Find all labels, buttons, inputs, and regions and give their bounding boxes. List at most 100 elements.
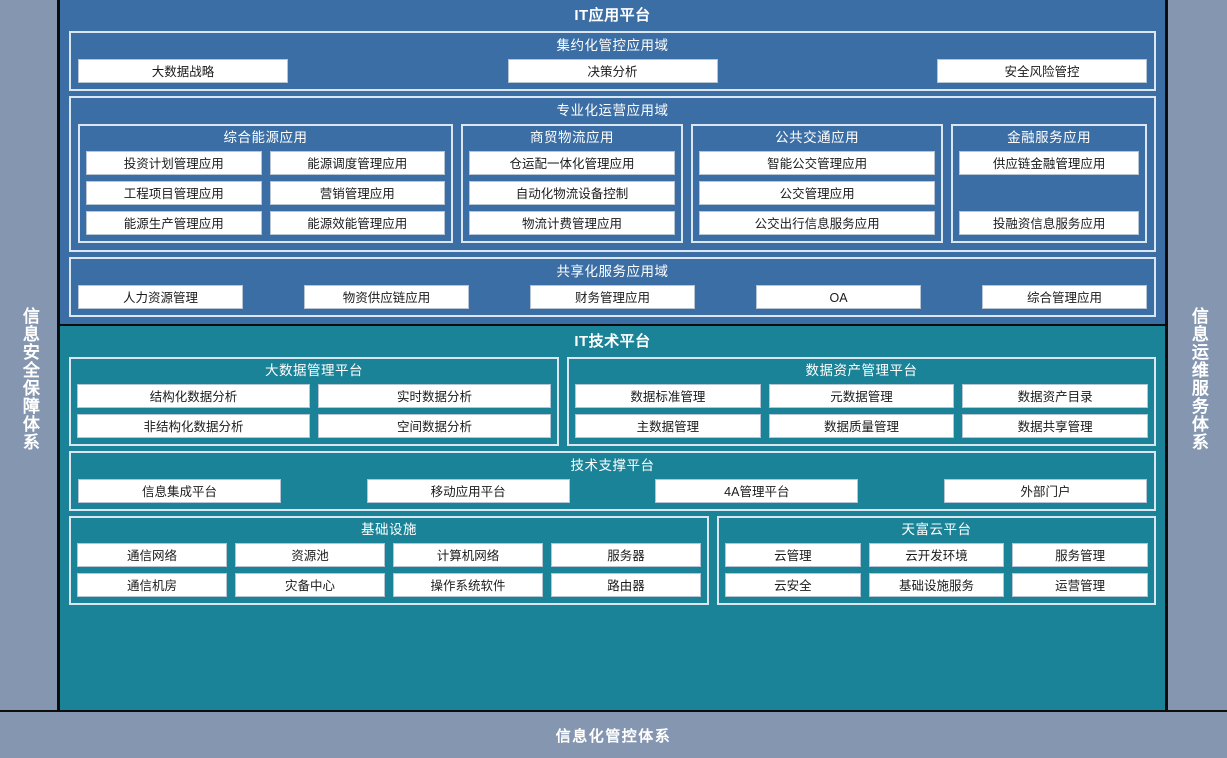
subgroup-tianfu-cloud-platform-title: 天富云平台 (901, 522, 972, 537)
subgroup-public-transport-title: 公共交通应用 (775, 130, 860, 145)
subgroup-integrated-energy-items: 投资计划管理应用 能源调度管理应用 工程项目管理应用 营销管理应用 能源生产管理… (86, 151, 445, 235)
chip-data-quality-management[interactable]: 数据质量管理 (768, 414, 955, 438)
subgroup-public-transport-items: 智能公交管理应用 公交管理应用 公交出行信息服务应用 (699, 151, 936, 235)
chip-bus-management[interactable]: 公交管理应用 (699, 181, 936, 205)
subgroup-big-data-platform-title: 大数据管理平台 (265, 363, 363, 378)
subgroup-data-asset-platform: 数据资产管理平台 数据标准管理 元数据管理 数据资产目录 主数据管理 数据质量管… (567, 357, 1156, 446)
chip-unstructured-data-analysis[interactable]: 非结构化数据分析 (77, 414, 310, 438)
subgroup-tianfu-cloud-platform-items: 云管理 云开发环境 服务管理 云安全 基础设施服务 运营管理 (725, 543, 1148, 597)
subgroup-infrastructure: 基础设施 通信网络 资源池 计算机网络 服务器 通信机房 灾备中心 操作系统软件… (69, 516, 709, 605)
chip-supply-chain-finance-management[interactable]: 供应链金融管理应用 (959, 151, 1139, 175)
subgroup-commerce-logistics: 商贸物流应用 仓运配一体化管理应用 自动化物流设备控制 物流计费管理应用 (461, 124, 683, 243)
chip-investment-financing-information-service[interactable]: 投融资信息服务应用 (959, 211, 1139, 235)
subgroup-financial-services: 金融服务应用 供应链金融管理应用 投融资信息服务应用 (951, 124, 1147, 243)
chip-external-portal[interactable]: 外部门户 (943, 479, 1147, 503)
left-rail-label: 信息安全保障体系 (19, 307, 39, 451)
domain-shared-services-items: 人力资源管理 物资供应链应用 财务管理应用 OA 综合管理应用 (78, 285, 1147, 309)
subgroup-commerce-logistics-items: 仓运配一体化管理应用 自动化物流设备控制 物流计费管理应用 (469, 151, 675, 235)
chip-master-data-management[interactable]: 主数据管理 (575, 414, 761, 438)
chip-marketing-management[interactable]: 营销管理应用 (269, 181, 445, 205)
bottom-bar-label: 信息化管控体系 (555, 727, 672, 745)
chip-data-asset-catalog[interactable]: 数据资产目录 (962, 384, 1148, 408)
subgroup-tianfu-cloud-platform: 天富云平台 云管理 云开发环境 服务管理 云安全 基础设施服务 运营管理 (717, 516, 1156, 605)
chip-information-integration-platform[interactable]: 信息集成平台 (78, 479, 281, 503)
domain-technical-support-platform-title: 技术支撑平台 (570, 458, 655, 473)
domain-specialized-operations: 专业化运营应用域 综合能源应用 投资计划管理应用 能源调度管理应用 工程项目管理… (69, 96, 1156, 252)
chip-data-sharing-management[interactable]: 数据共享管理 (962, 414, 1148, 438)
chip-operating-system-software[interactable]: 操作系统软件 (393, 573, 543, 597)
chip-computer-network[interactable]: 计算机网络 (393, 543, 543, 567)
chip-engineering-project-management[interactable]: 工程项目管理应用 (86, 181, 262, 205)
chip-financial-spacer (959, 181, 1139, 205)
chip-cloud-dev-environment[interactable]: 云开发环境 (868, 543, 1005, 567)
chip-oa[interactable]: OA (756, 285, 921, 309)
chip-security-risk-control[interactable]: 安全风险管控 (937, 59, 1147, 83)
chip-investment-plan-management[interactable]: 投资计划管理应用 (86, 151, 262, 175)
tech-row-data: 大数据管理平台 结构化数据分析 实时数据分析 非结构化数据分析 空间数据分析 数… (69, 357, 1156, 446)
chip-cloud-security[interactable]: 云安全 (725, 573, 861, 597)
subgroup-big-data-platform: 大数据管理平台 结构化数据分析 实时数据分析 非结构化数据分析 空间数据分析 (69, 357, 559, 446)
chip-communication-network[interactable]: 通信网络 (77, 543, 227, 567)
tech-row-infrastructure: 基础设施 通信网络 资源池 计算机网络 服务器 通信机房 灾备中心 操作系统软件… (69, 516, 1156, 605)
chip-realtime-data-analysis[interactable]: 实时数据分析 (318, 384, 551, 408)
chip-bus-travel-information-service[interactable]: 公交出行信息服务应用 (699, 211, 936, 235)
chip-energy-dispatch-management[interactable]: 能源调度管理应用 (269, 151, 445, 175)
subgroup-commerce-logistics-title: 商贸物流应用 (530, 130, 614, 145)
subgroup-public-transport: 公共交通应用 智能公交管理应用 公交管理应用 公交出行信息服务应用 (691, 124, 944, 243)
it-application-platform-title: IT应用平台 (574, 7, 651, 24)
subgroup-infrastructure-items: 通信网络 资源池 计算机网络 服务器 通信机房 灾备中心 操作系统软件 路由器 (77, 543, 701, 597)
domain-technical-support-platform: 技术支撑平台 信息集成平台 移动应用平台 4A管理平台 外部门户 (69, 451, 1156, 511)
right-rail-label: 信息运维服务体系 (1188, 307, 1208, 451)
chip-structured-data-analysis[interactable]: 结构化数据分析 (77, 384, 310, 408)
chip-comprehensive-management[interactable]: 综合管理应用 (982, 285, 1147, 309)
chip-decision-analysis[interactable]: 决策分析 (507, 59, 718, 83)
chip-cloud-management[interactable]: 云管理 (725, 543, 861, 567)
chip-automated-logistics-equipment-control[interactable]: 自动化物流设备控制 (469, 181, 675, 205)
domain-intensive-control: 集约化管控应用域 大数据战略 决策分析 安全风险管控 (69, 31, 1156, 91)
chip-disaster-recovery-center[interactable]: 灾备中心 (235, 573, 385, 597)
domain-shared-services-title: 共享化服务应用域 (556, 264, 669, 279)
chip-financial-management[interactable]: 财务管理应用 (530, 285, 695, 309)
left-rail-information-security: 信息安全保障体系 (0, 0, 57, 758)
chip-logistics-billing-management[interactable]: 物流计费管理应用 (469, 211, 675, 235)
domain-intensive-control-items: 大数据战略 决策分析 安全风险管控 (78, 59, 1147, 83)
chip-4a-management-platform[interactable]: 4A管理平台 (655, 479, 859, 503)
chip-resource-pool[interactable]: 资源池 (235, 543, 385, 567)
chip-material-supply-chain[interactable]: 物资供应链应用 (304, 285, 469, 309)
subgroup-financial-services-items: 供应链金融管理应用 投融资信息服务应用 (959, 151, 1139, 235)
chip-data-standard-management[interactable]: 数据标准管理 (575, 384, 761, 408)
it-application-platform: IT应用平台 集约化管控应用域 大数据战略 决策分析 安全风险管控 专业化运营应… (60, 0, 1165, 326)
domain-intensive-control-title: 集约化管控应用域 (556, 38, 669, 53)
chip-energy-efficiency-management[interactable]: 能源效能管理应用 (269, 211, 445, 235)
bottom-bar-informatization-governance: 信息化管控体系 (0, 710, 1227, 758)
subgroup-financial-services-title: 金融服务应用 (1007, 130, 1092, 145)
chip-communication-room[interactable]: 通信机房 (77, 573, 227, 597)
chip-smart-bus-management[interactable]: 智能公交管理应用 (699, 151, 936, 175)
chip-operation-management[interactable]: 运营管理 (1012, 573, 1148, 597)
domain-technical-support-platform-items: 信息集成平台 移动应用平台 4A管理平台 外部门户 (78, 479, 1147, 503)
chip-big-data-strategy[interactable]: 大数据战略 (78, 59, 288, 83)
chip-router[interactable]: 路由器 (551, 573, 701, 597)
chip-infrastructure-service[interactable]: 基础设施服务 (868, 573, 1005, 597)
subgroup-data-asset-platform-items: 数据标准管理 元数据管理 数据资产目录 主数据管理 数据质量管理 数据共享管理 (575, 384, 1148, 438)
chip-integrated-warehouse-delivery[interactable]: 仓运配一体化管理应用 (469, 151, 675, 175)
subgroup-integrated-energy-title: 综合能源应用 (223, 130, 308, 145)
subgroup-infrastructure-title: 基础设施 (361, 522, 417, 537)
chip-human-resource-management[interactable]: 人力资源管理 (78, 285, 243, 309)
subgroup-data-asset-platform-title: 数据资产管理平台 (805, 363, 918, 378)
chip-service-management[interactable]: 服务管理 (1012, 543, 1148, 567)
domain-shared-services: 共享化服务应用域 人力资源管理 物资供应链应用 财务管理应用 OA 综合管理应用 (69, 257, 1156, 317)
it-technology-platform-title: IT技术平台 (574, 333, 651, 350)
main-stack: IT应用平台 集约化管控应用域 大数据战略 决策分析 安全风险管控 专业化运营应… (57, 0, 1168, 710)
chip-server[interactable]: 服务器 (551, 543, 701, 567)
subgroup-integrated-energy: 综合能源应用 投资计划管理应用 能源调度管理应用 工程项目管理应用 营销管理应用… (78, 124, 453, 243)
chip-spatial-data-analysis[interactable]: 空间数据分析 (318, 414, 551, 438)
chip-metadata-management[interactable]: 元数据管理 (768, 384, 955, 408)
domain-specialized-operations-groups: 综合能源应用 投资计划管理应用 能源调度管理应用 工程项目管理应用 营销管理应用… (78, 124, 1147, 243)
chip-mobile-application-platform[interactable]: 移动应用平台 (366, 479, 570, 503)
it-technology-platform: IT技术平台 大数据管理平台 结构化数据分析 实时数据分析 非结构化数据分析 空… (60, 326, 1165, 710)
chip-energy-production-management[interactable]: 能源生产管理应用 (86, 211, 262, 235)
domain-specialized-operations-title: 专业化运营应用域 (556, 103, 669, 118)
subgroup-big-data-platform-items: 结构化数据分析 实时数据分析 非结构化数据分析 空间数据分析 (77, 384, 551, 438)
